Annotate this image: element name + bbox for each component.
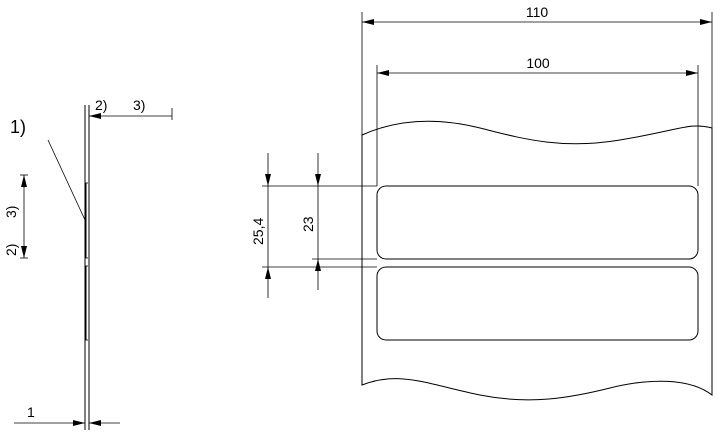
dim-height-arrow-top	[315, 174, 321, 186]
label-rect-2	[376, 266, 699, 341]
side-dim-arrow-bottom	[21, 246, 27, 258]
side-note-2: 2)	[3, 244, 19, 256]
thickness-label: 1	[27, 404, 35, 420]
top-dim-arrow	[89, 113, 101, 119]
liner-sheet-outline	[361, 120, 713, 401]
dim-100-label: 100	[526, 55, 550, 71]
dim-pitch-arrow-bottom	[265, 267, 271, 279]
dim-100-arrow-right	[686, 70, 698, 76]
side-dim-arrow-top	[21, 175, 27, 187]
side-note-3: 3)	[3, 206, 19, 218]
thickness-arrow-left	[73, 420, 85, 426]
dim-pitch-arrow-top	[265, 174, 271, 186]
dim-110-arrow-right	[700, 19, 712, 25]
thickness-arrow-right	[89, 420, 101, 426]
dim-pitch-label: 25,4	[250, 218, 266, 245]
side-view: 1) 2) 3) 3) 2) 1	[3, 97, 173, 430]
dim-110-arrow-left	[362, 19, 374, 25]
callout-leader	[47, 139, 86, 221]
top-note-3: 3)	[133, 97, 145, 113]
label-rect-1	[376, 185, 699, 260]
callout-1-label: 1)	[10, 117, 26, 137]
front-view: 110 100 25,4 23	[250, 4, 713, 401]
top-note-2: 2)	[95, 97, 107, 113]
dim-height-label: 23	[300, 216, 316, 232]
dim-100-arrow-left	[377, 70, 389, 76]
dim-height-arrow-bottom	[315, 259, 321, 271]
dim-110-label: 110	[526, 4, 549, 20]
